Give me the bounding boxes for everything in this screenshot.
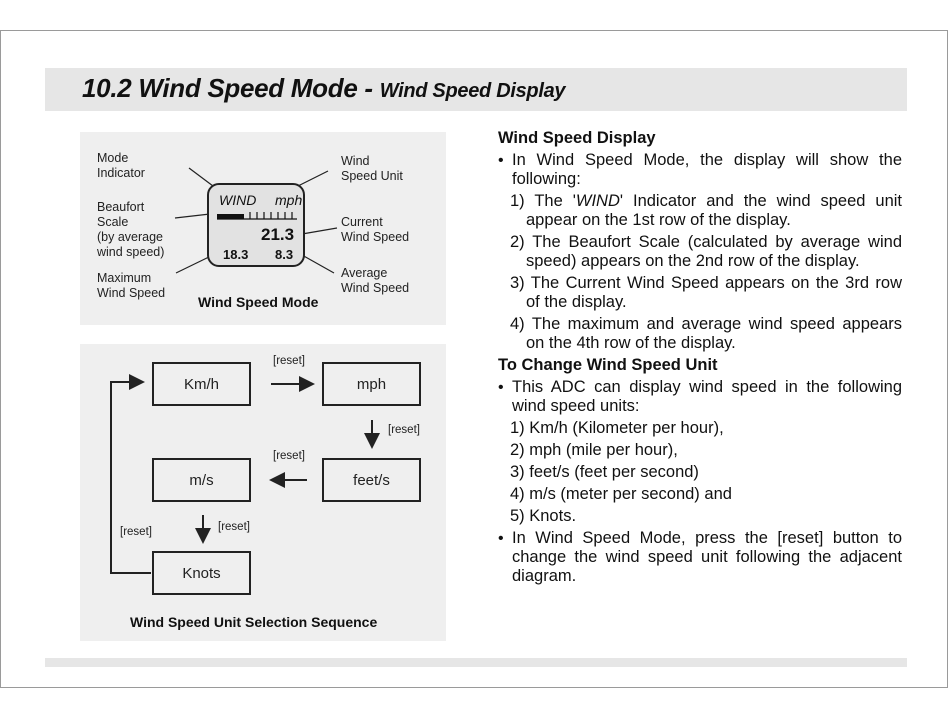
label-beaufort-scale: Beaufort Scale (by average wind speed) — [97, 200, 165, 259]
page-subtitle: Wind Speed Display — [379, 80, 566, 102]
sequence-diagram-caption: Wind Speed Unit Selection Sequence — [130, 614, 378, 630]
bullet-reset-instruction: •In Wind Speed Mode, press the [reset] b… — [498, 529, 902, 585]
bullet-icon: • — [498, 379, 504, 396]
display-item-1: 1) The 'WIND' Indicator and the wind spe… — [510, 192, 902, 229]
label-average-wind-speed: Average Wind Speed — [341, 266, 410, 295]
display-item-4: 4) The maximum and average wind speed ap… — [510, 315, 902, 352]
lcd-mode-indicator: WIND — [219, 192, 257, 208]
page-frame — [0, 30, 948, 688]
header-band — [45, 68, 907, 111]
footer-band — [45, 658, 907, 667]
unit-box-kmh: Km/h — [152, 362, 251, 406]
instructions-text: Wind Speed Display •In Wind Speed Mode, … — [498, 128, 902, 589]
beaufort-scale-bar — [217, 212, 297, 220]
unit-box-mph: mph — [322, 362, 421, 406]
unit-item-3: 3) feet/s (feet per second) — [510, 463, 699, 481]
reset-label-feets-ms: [reset] — [273, 450, 305, 462]
bullet-display-intro: •In Wind Speed Mode, the display will sh… — [498, 151, 902, 188]
page-title: 10.2 Wind Speed Mode - Wind Speed Displa… — [82, 73, 566, 103]
reset-label-mph-feets: [reset] — [388, 424, 420, 436]
unit-item-4: 4) m/s (meter per second) and — [510, 485, 732, 503]
display-item-2: 2) The Beaufort Scale (calculated by ave… — [510, 233, 902, 270]
label-mode-indicator: Mode Indicator — [97, 151, 145, 180]
display-diagram-caption: Wind Speed Mode — [198, 294, 319, 310]
reset-label-kmh-mph: [reset] — [273, 355, 305, 367]
lcd-current-speed: 21.3 — [261, 225, 295, 244]
unit-item-2: 2) mph (mile per hour), — [510, 441, 678, 459]
reset-label-knots-kmh: [reset] — [120, 526, 152, 538]
unit-box-feets: feet/s — [322, 458, 421, 502]
heading-wind-speed-display: Wind Speed Display — [498, 129, 656, 147]
lcd-max-speed: 18.3 — [223, 247, 249, 262]
reset-label-ms-knots: [reset] — [218, 521, 250, 533]
label-wind-speed-unit: Wind Speed Unit — [341, 154, 403, 183]
label-current-wind-speed: Current Wind Speed — [341, 215, 410, 244]
unit-item-1: 1) Km/h (Kilometer per hour), — [510, 419, 724, 437]
unit-item-5: 5) Knots. — [510, 507, 577, 525]
unit-box-knots: Knots — [152, 551, 251, 595]
bullet-icon: • — [498, 530, 504, 547]
lcd-avg-speed: 8.3 — [275, 247, 294, 262]
label-maximum-wind-speed: Maximum Wind Speed — [97, 271, 166, 300]
lcd-unit: mph — [275, 192, 303, 208]
bullet-icon: • — [498, 152, 504, 169]
bullet-units-intro: •This ADC can display wind speed in the … — [498, 378, 902, 415]
display-item-3: 3) The Current Wind Speed appears on the… — [510, 274, 902, 311]
unit-box-ms: m/s — [152, 458, 251, 502]
lcd-display: WIND mph 21.3 18.3 8.3 — [207, 183, 305, 267]
heading-change-unit: To Change Wind Speed Unit — [498, 356, 718, 374]
